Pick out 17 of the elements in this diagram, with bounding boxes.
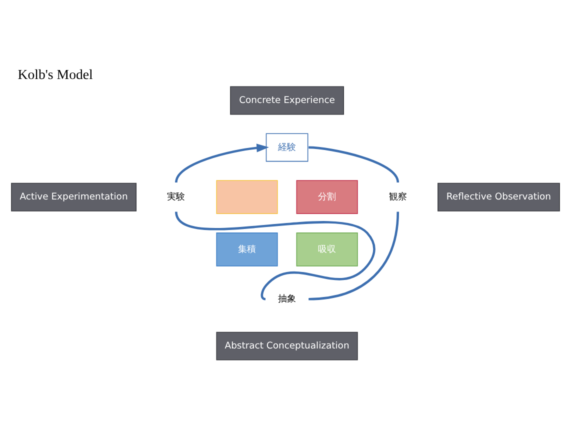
- connector: [308, 146, 400, 182]
- connector: [175, 210, 376, 300]
- node-box: Abstract Conceptualization: [216, 331, 358, 360]
- node-text: 実験: [167, 190, 186, 202]
- node-box: 吸収: [296, 232, 358, 266]
- node-text: 抽象: [278, 292, 296, 304]
- node-box: Reflective Observation: [438, 182, 560, 211]
- node-box: Concrete Experience: [230, 86, 344, 114]
- node-box: Active Experimentation: [11, 182, 137, 211]
- arrow: [175, 143, 269, 182]
- node-box: [216, 180, 278, 214]
- connector: [308, 211, 400, 300]
- node-box: 分割: [296, 180, 358, 214]
- node-box: 集積: [216, 232, 278, 266]
- diagram-title: Kolb's Model: [18, 66, 93, 82]
- node-box: 経験: [266, 132, 308, 162]
- node-text: 観察: [388, 190, 407, 202]
